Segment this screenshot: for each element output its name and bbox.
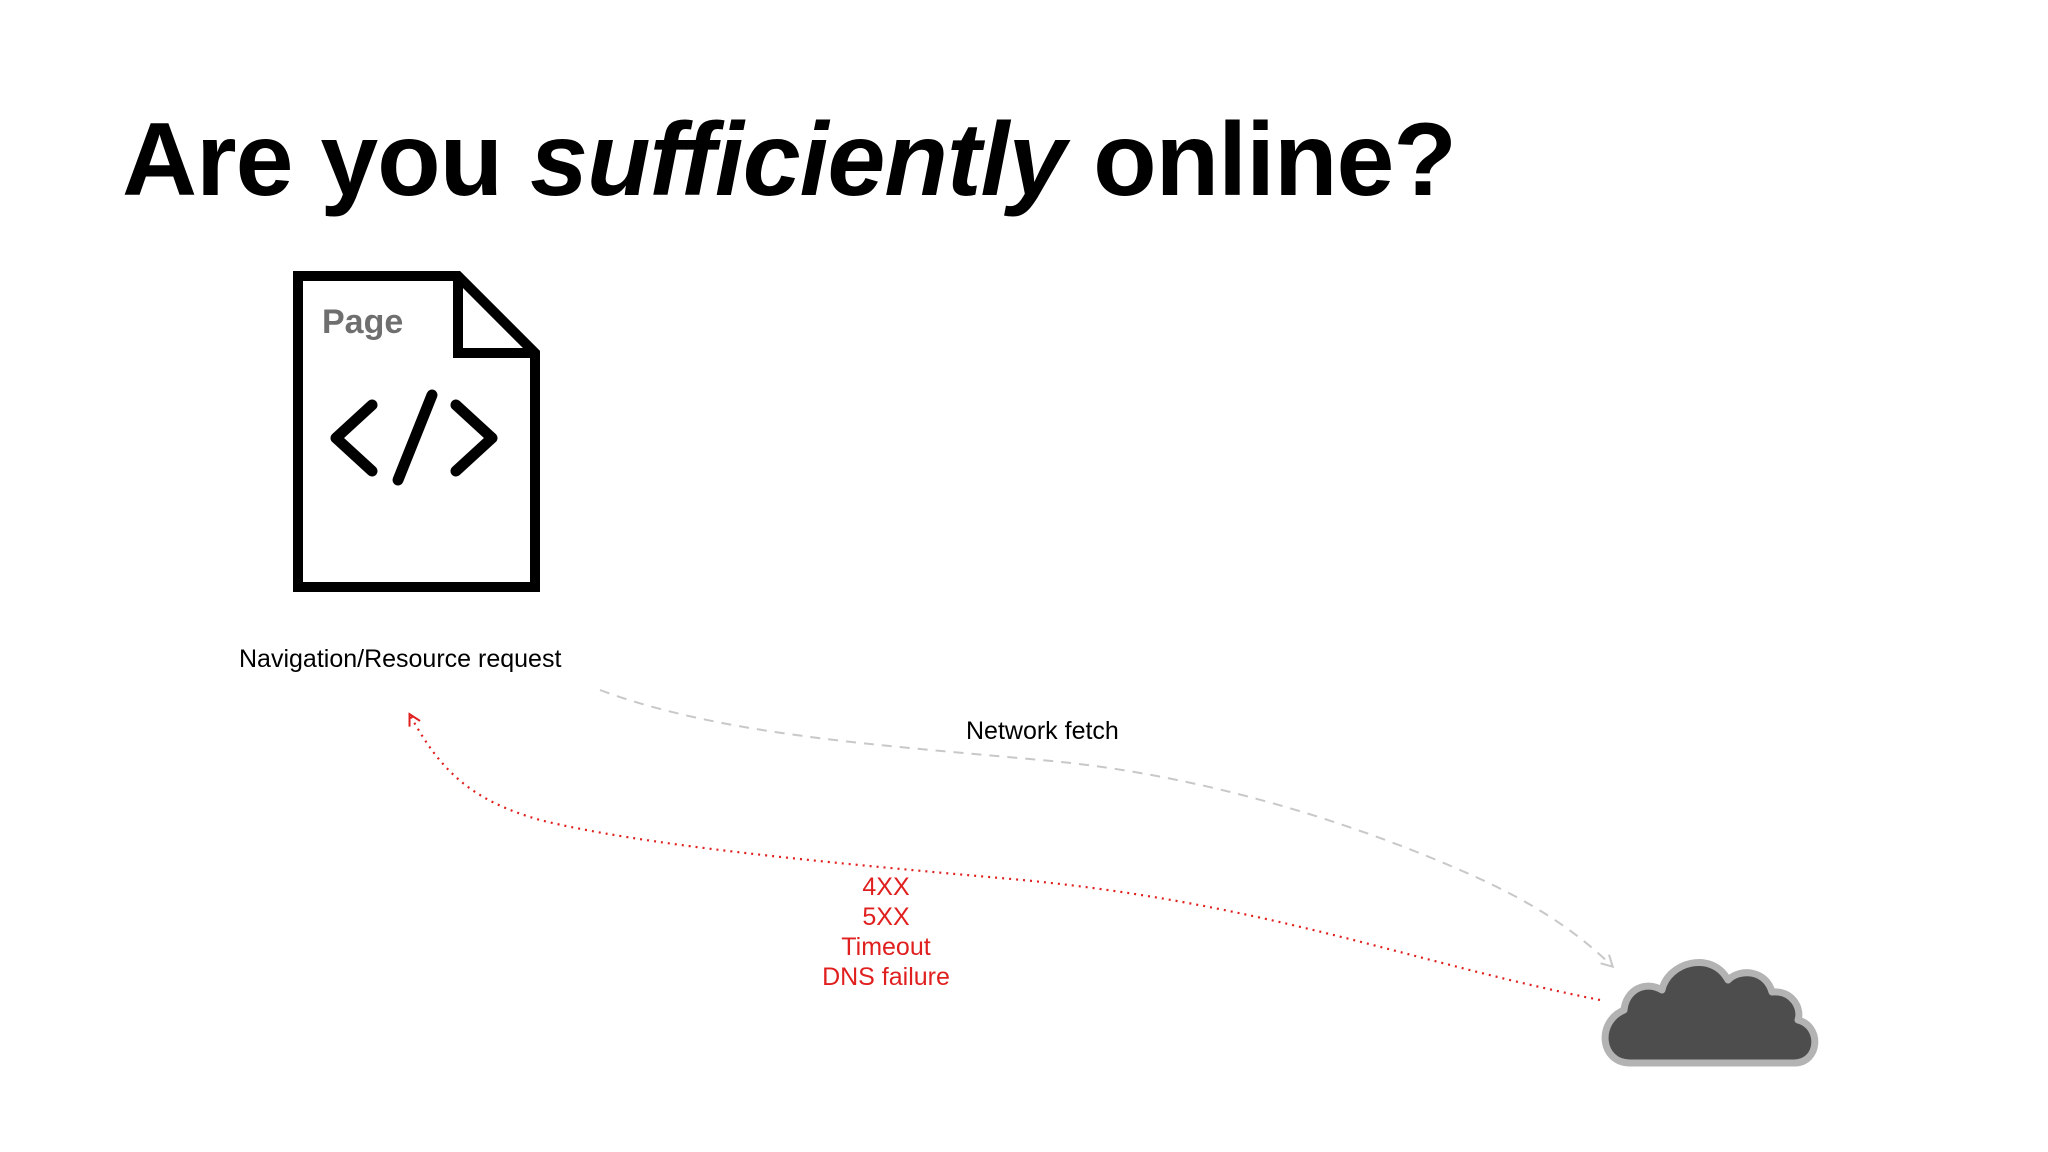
- error-response-arrow: [410, 715, 1601, 1002]
- title-emphasis: sufficiently: [530, 102, 1066, 218]
- title-end: online?: [1065, 102, 1457, 218]
- error-item: DNS failure: [822, 963, 950, 991]
- error-item: 5XX: [862, 903, 910, 931]
- code-file-icon: [293, 271, 540, 592]
- network-fetch-arrow: [599, 689, 1612, 966]
- title-start: Are you: [122, 102, 531, 218]
- page-label: Page: [322, 303, 404, 341]
- error-list: 4XX 5XX Timeout DNS failure: [786, 872, 986, 992]
- error-item: 4XX: [862, 873, 910, 901]
- network-fetch-label: Network fetch: [966, 717, 1119, 745]
- error-item: Timeout: [841, 933, 931, 961]
- cloud-icon: [1601, 959, 1819, 1067]
- request-label: Navigation/Resource request: [239, 645, 562, 673]
- slide-title: Are you sufficiently online?: [122, 98, 1457, 223]
